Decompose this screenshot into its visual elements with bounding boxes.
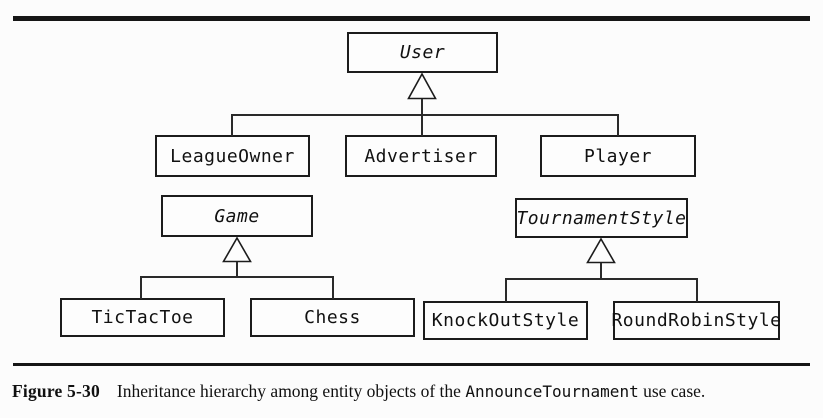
- class-label-knockout-style: KnockOutStyle: [431, 310, 580, 331]
- edge-tournament-style-center-stem: [600, 263, 602, 280]
- class-box-tournament-style: TournamentStyle: [515, 198, 688, 238]
- class-label-user: User: [399, 42, 446, 63]
- class-box-user: User: [347, 32, 498, 73]
- class-box-player: Player: [540, 135, 696, 177]
- caption-text-before: Inheritance hierarchy among entity objec…: [116, 381, 466, 401]
- edge-user-center-stem: [421, 99, 423, 136]
- class-box-roundrobin-style: RoundRobinStyle: [611, 301, 782, 340]
- inheritance-triangle-icon: [222, 237, 252, 263]
- class-label-player: Player: [583, 145, 653, 167]
- edge-to-league-owner: [231, 114, 233, 136]
- class-label-roundrobin-style: RoundRobinStyle: [611, 310, 782, 331]
- class-label-tictactoe: TicTacToe: [91, 307, 194, 328]
- class-label-league-owner: LeagueOwner: [170, 145, 295, 167]
- edge-user-horizontal: [231, 114, 619, 116]
- edge-tournament-style-horizontal: [505, 278, 698, 280]
- class-box-game: Game: [161, 195, 313, 237]
- edge-to-tictactoe: [140, 276, 142, 299]
- figure-number-label: Figure 5-30: [12, 381, 100, 401]
- inheritance-triangle-icon: [586, 238, 616, 264]
- caption-text-after: use case.: [638, 381, 706, 401]
- edge-to-knockout-style: [505, 278, 507, 302]
- caption-divider-rule: [13, 363, 810, 366]
- edge-to-roundrobin-style: [696, 278, 698, 302]
- edge-game-center-stem: [236, 262, 238, 278]
- class-label-tournament-style: TournamentStyle: [516, 207, 687, 229]
- class-box-tictactoe: TicTacToe: [60, 298, 225, 337]
- figure-caption: Figure 5-30 Inheritance hierarchy among e…: [12, 381, 802, 402]
- edge-to-player: [617, 114, 619, 136]
- class-box-knockout-style: KnockOutStyle: [423, 301, 588, 340]
- class-label-game: Game: [214, 205, 260, 227]
- class-box-chess: Chess: [250, 298, 415, 337]
- edge-game-horizontal: [140, 276, 334, 278]
- class-box-league-owner: LeagueOwner: [155, 135, 310, 177]
- top-rule: [13, 16, 810, 21]
- caption-code-text: AnnounceTournament: [465, 382, 639, 401]
- class-label-advertiser: Advertiser: [364, 145, 478, 167]
- inheritance-triangle-icon: [407, 73, 437, 100]
- edge-to-chess: [332, 276, 334, 299]
- class-box-advertiser: Advertiser: [345, 135, 497, 177]
- class-label-chess: Chess: [304, 307, 361, 328]
